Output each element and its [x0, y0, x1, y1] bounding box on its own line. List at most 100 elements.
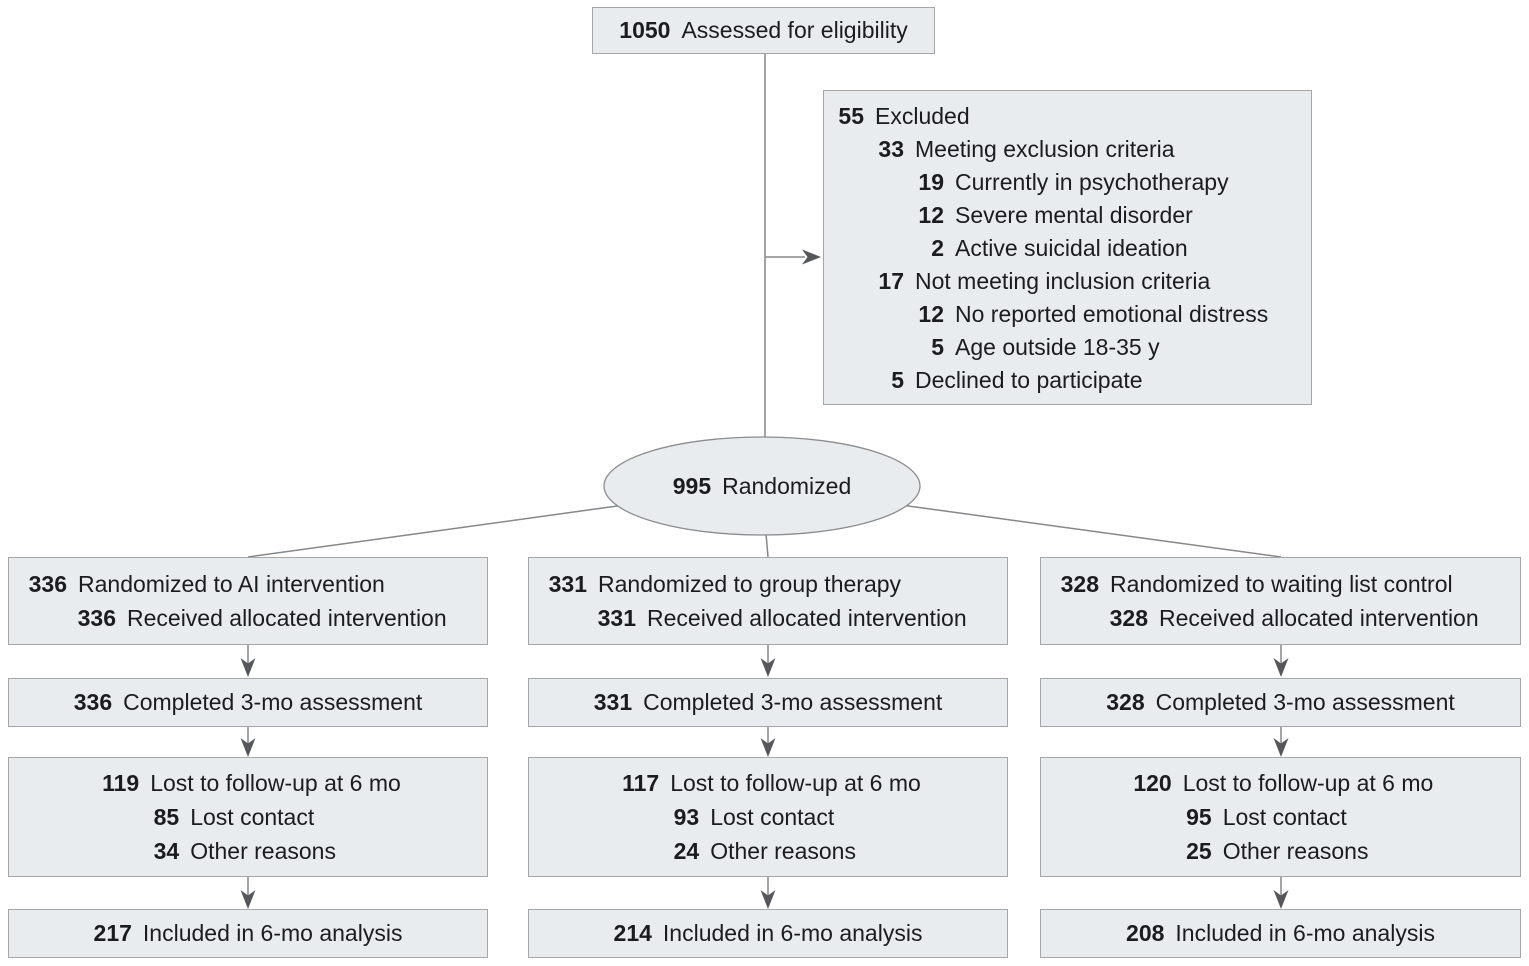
allocation-row: 328 Received allocated intervention [1055, 601, 1520, 635]
arrowhead-col3-b [1273, 738, 1289, 757]
count-label: Received allocated intervention [1159, 605, 1479, 631]
count-value: 217 [93, 920, 132, 946]
eligibility-box: 1050 Assessed for eligibility [592, 7, 935, 54]
arrowhead-col2-c [760, 890, 776, 909]
excluded-row: 55 Excluded [838, 100, 1301, 133]
count-value: 328 [1106, 689, 1145, 715]
followup-row: 34 Other reasons [95, 834, 401, 868]
count-value: 5 [931, 334, 944, 360]
count-label: Included in 6-mo analysis [142, 920, 403, 946]
allocation-box-group-therapy: 331 Randomized to group therapy 331 Rece… [528, 557, 1008, 645]
allocation-box-waitlist: 328 Randomized to waiting list control 3… [1040, 557, 1521, 645]
followup-row: 25 Other reasons [1128, 834, 1434, 868]
count-label: Randomized [722, 472, 852, 499]
arrowhead-col3-a [1273, 658, 1289, 677]
count-value: 17 [878, 268, 904, 294]
allocation-row: 331 Received allocated intervention [543, 601, 1007, 635]
count-label: Currently in psychotherapy [955, 169, 1229, 195]
followup-row: 85 Lost contact [95, 800, 401, 834]
count-label: Randomized to AI intervention [78, 571, 385, 597]
count-value: 328 [1109, 605, 1148, 631]
excluded-row: 12 No reported emotional distress [838, 298, 1301, 331]
analysis-box-waitlist: 208 Included in 6-mo analysis [1040, 909, 1521, 958]
excluded-row: 5 Age outside 18-35 y [838, 331, 1301, 364]
arrowhead-excluded [802, 249, 821, 265]
count-label: Received allocated intervention [647, 605, 967, 631]
count-value: 34 [153, 838, 180, 864]
eligibility-row: 1050 Assessed for eligibility [619, 19, 907, 42]
followup-rows: 119 Lost to follow-up at 6 mo 85 Lost co… [95, 766, 401, 868]
count-label: Excluded [875, 103, 970, 129]
count-label: Active suicidal ideation [955, 235, 1188, 261]
count-value: 336 [28, 571, 67, 597]
count-value: 331 [593, 689, 633, 715]
arrowhead-col2-a [760, 658, 776, 677]
assessment-row: 328 Completed 3-mo assessment [1106, 691, 1455, 714]
count-value: 25 [1186, 838, 1212, 864]
assessment-box-waitlist: 328 Completed 3-mo assessment [1040, 678, 1521, 727]
count-label: Randomized to waiting list control [1110, 571, 1453, 597]
excluded-row: 33 Meeting exclusion criteria [838, 133, 1301, 166]
count-value: 12 [918, 301, 944, 327]
allocation-row: 336 Received allocated intervention [23, 601, 487, 635]
count-label: Lost to follow-up at 6 mo [1182, 770, 1434, 796]
count-value: 328 [1060, 571, 1099, 597]
count-value: 331 [548, 571, 587, 597]
count-label: Lost to follow-up at 6 mo [670, 770, 921, 796]
excluded-row: 2 Active suicidal ideation [838, 232, 1301, 265]
followup-row: 93 Lost contact [615, 800, 921, 834]
randomized-ellipse: 995 Randomized [604, 437, 920, 535]
allocation-row: 336 Randomized to AI intervention [23, 567, 487, 601]
analysis-row: 217 Included in 6-mo analysis [94, 922, 403, 945]
count-value: 995 [672, 472, 712, 499]
followup-box-ai: 119 Lost to follow-up at 6 mo 85 Lost co… [8, 757, 488, 877]
count-value: 24 [673, 838, 700, 864]
count-value: 117 [622, 770, 660, 796]
count-value: 33 [878, 136, 904, 162]
assessment-box-group-therapy: 331 Completed 3-mo assessment [528, 678, 1008, 727]
count-value: 55 [838, 103, 864, 129]
followup-box-group-therapy: 117 Lost to follow-up at 6 mo 93 Lost co… [528, 757, 1008, 877]
followup-row: 95 Lost contact [1128, 800, 1434, 834]
count-label: Lost contact [710, 804, 835, 830]
arrowhead-col2-b [760, 738, 776, 757]
count-label: Included in 6-mo analysis [662, 920, 923, 946]
count-value: 336 [73, 689, 113, 715]
randomized-ellipse-shape [603, 436, 921, 536]
count-label: Meeting exclusion criteria [915, 136, 1175, 162]
count-value: 19 [918, 169, 944, 195]
count-value: 214 [613, 920, 652, 946]
assessment-row: 331 Completed 3-mo assessment [594, 691, 943, 714]
excluded-box: 55 Excluded 33 Meeting exclusion criteri… [823, 90, 1312, 405]
followup-rows: 120 Lost to follow-up at 6 mo 95 Lost co… [1128, 766, 1434, 868]
count-value: 12 [918, 202, 944, 228]
analysis-box-ai: 217 Included in 6-mo analysis [8, 909, 488, 958]
count-label: Severe mental disorder [955, 202, 1193, 228]
count-label: Assessed for eligibility [681, 17, 908, 43]
count-label: Lost contact [190, 804, 315, 830]
count-value: 5 [891, 367, 904, 393]
followup-row: 117 Lost to follow-up at 6 mo [615, 766, 921, 800]
count-label: Completed 3-mo assessment [643, 689, 943, 715]
followup-box-waitlist: 120 Lost to follow-up at 6 mo 95 Lost co… [1040, 757, 1521, 877]
analysis-row: 214 Included in 6-mo analysis [614, 922, 923, 945]
excluded-row: 12 Severe mental disorder [838, 199, 1301, 232]
count-value: 1050 [619, 17, 671, 43]
followup-row: 24 Other reasons [615, 834, 921, 868]
followup-rows: 117 Lost to follow-up at 6 mo 93 Lost co… [615, 766, 921, 868]
count-label: Other reasons [190, 838, 336, 864]
count-label: Lost to follow-up at 6 mo [150, 770, 401, 796]
randomized-row: 995 Randomized [673, 470, 852, 503]
followup-row: 120 Lost to follow-up at 6 mo [1128, 766, 1434, 800]
assessment-box-ai: 336 Completed 3-mo assessment [8, 678, 488, 727]
count-label: Received allocated intervention [127, 605, 447, 631]
count-label: Not meeting inclusion criteria [915, 268, 1211, 294]
count-label: Lost contact [1222, 804, 1347, 830]
count-value: 336 [77, 605, 116, 631]
count-value: 93 [673, 804, 700, 830]
count-value: 85 [153, 804, 180, 830]
count-label: Declined to participate [915, 367, 1143, 393]
excluded-row: 5 Declined to participate [838, 364, 1301, 397]
